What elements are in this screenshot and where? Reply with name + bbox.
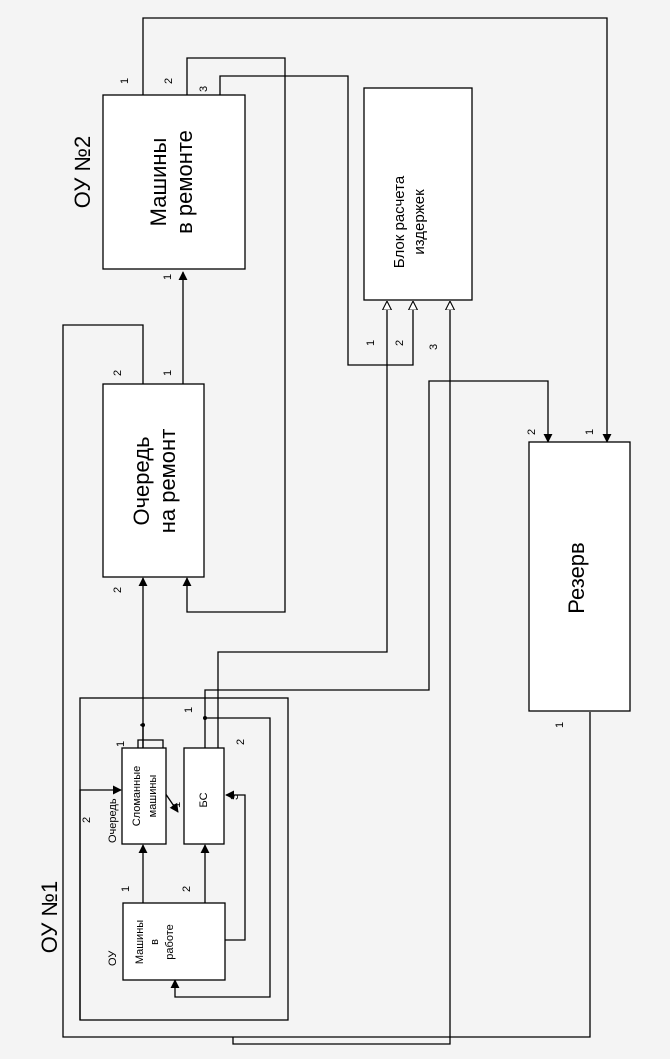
block-queue-repair[interactable]: Очередь на ремонт: [102, 383, 205, 578]
block-bs[interactable]: БС: [183, 747, 225, 845]
link-repair-to-reserve: [142, 17, 612, 443]
link-broken-to-bs: [140, 724, 144, 748]
link-reserve-to-cost-3: [232, 302, 450, 1045]
block-machines-repair[interactable]: Машины в ремонте: [102, 94, 246, 270]
link-queue-to-ou1: [62, 324, 233, 1038]
port-ou1-in2: 2: [81, 817, 93, 823]
machines-repair-line1: Машины: [146, 138, 171, 227]
working-line2: в: [149, 939, 161, 945]
working-outer-label: ОУ: [107, 950, 119, 966]
link-working-to-bs-3: [225, 790, 246, 941]
port-w-2: 2: [181, 886, 193, 892]
port-qr-2: 2: [112, 370, 124, 376]
link-bs-loop-3: [170, 717, 271, 998]
port-cb-2: 2: [394, 340, 406, 346]
cost-block-line2: издержек: [411, 189, 428, 255]
link-repair-to-queue: [182, 57, 286, 613]
bs-label: БС: [198, 792, 210, 807]
port-bs-1: 1: [171, 802, 183, 808]
port-labels: 1 2 3 1 2 1 2 1 2 3 2 1 1 1 2 2 1 1 3 1 …: [81, 78, 596, 892]
port-qr-1: 1: [162, 370, 174, 376]
ou1-container: [79, 697, 289, 1021]
block-working-machines[interactable]: Машины в работе: [122, 902, 226, 981]
port-cb-1: 1: [365, 340, 377, 346]
block-broken-machines[interactable]: Сломанные машины: [121, 747, 167, 845]
link-ou1-to-reserve: [204, 380, 553, 748]
port-res-2: 2: [526, 429, 538, 435]
port-w-1: 1: [120, 886, 132, 892]
port-mr-2: 2: [163, 78, 175, 84]
reserve-label: Резерв: [564, 542, 589, 613]
broken-line1: Сломанные: [131, 766, 143, 826]
block-cost[interactable]: Блок расчета издержек: [363, 87, 473, 301]
port-res-out1: 1: [554, 722, 566, 728]
ou1-label: ОУ №1: [37, 881, 62, 954]
block-reserve[interactable]: Резерв: [528, 441, 631, 712]
link-repair-to-cost-2: [219, 75, 413, 366]
port-mr-in1: 1: [162, 274, 174, 280]
broken-outer-label: Очередь: [107, 798, 119, 843]
port-qr-in2: 2: [112, 587, 124, 593]
working-line1: Машины: [134, 920, 146, 964]
port-ou1-2: 2: [235, 739, 247, 745]
ou2-label: ОУ №2: [70, 136, 95, 209]
broken-line2: машины: [147, 775, 159, 818]
queue-repair-line1: Очередь: [129, 436, 154, 525]
working-line3: работе: [164, 924, 176, 959]
link-bs-to-cost-1: [217, 302, 387, 748]
port-br-1: 1: [115, 741, 127, 747]
port-mr-1: 1: [119, 78, 131, 84]
port-cb-3: 3: [428, 344, 440, 350]
cost-block-line1: Блок расчета: [391, 175, 408, 268]
queue-repair-line2: на ремонт: [155, 429, 180, 534]
port-bs-3: 3: [229, 794, 241, 800]
link-reserve-out: [233, 712, 591, 1038]
port-mr-3: 3: [198, 86, 210, 92]
connections: [62, 17, 612, 1045]
port-res-1: 1: [584, 429, 596, 435]
port-ou1-1: 1: [183, 707, 195, 713]
link-broken-bs-1: [137, 739, 179, 813]
machines-repair-line2: в ремонте: [172, 130, 197, 234]
